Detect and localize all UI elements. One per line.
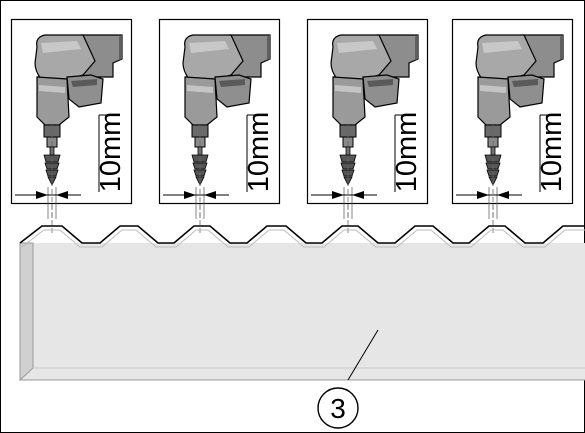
- dimension-label: 10mm: [95, 112, 127, 193]
- callout: 3: [317, 329, 379, 429]
- drill-panel-2: 10mm: [158, 18, 281, 220]
- corrugated-sheet: [19, 225, 585, 382]
- drill-panel-3: 10mm: [306, 18, 429, 220]
- guide-lines: [51, 204, 494, 236]
- dimension-label: 10mm: [243, 112, 275, 193]
- drill-panel-1: 10mm: [10, 18, 133, 220]
- callout-number: 3: [330, 393, 346, 424]
- drill-panel-4: 10mm: [451, 18, 574, 220]
- dimension-label: 10mm: [536, 112, 568, 193]
- dimension-label: 10mm: [391, 112, 423, 193]
